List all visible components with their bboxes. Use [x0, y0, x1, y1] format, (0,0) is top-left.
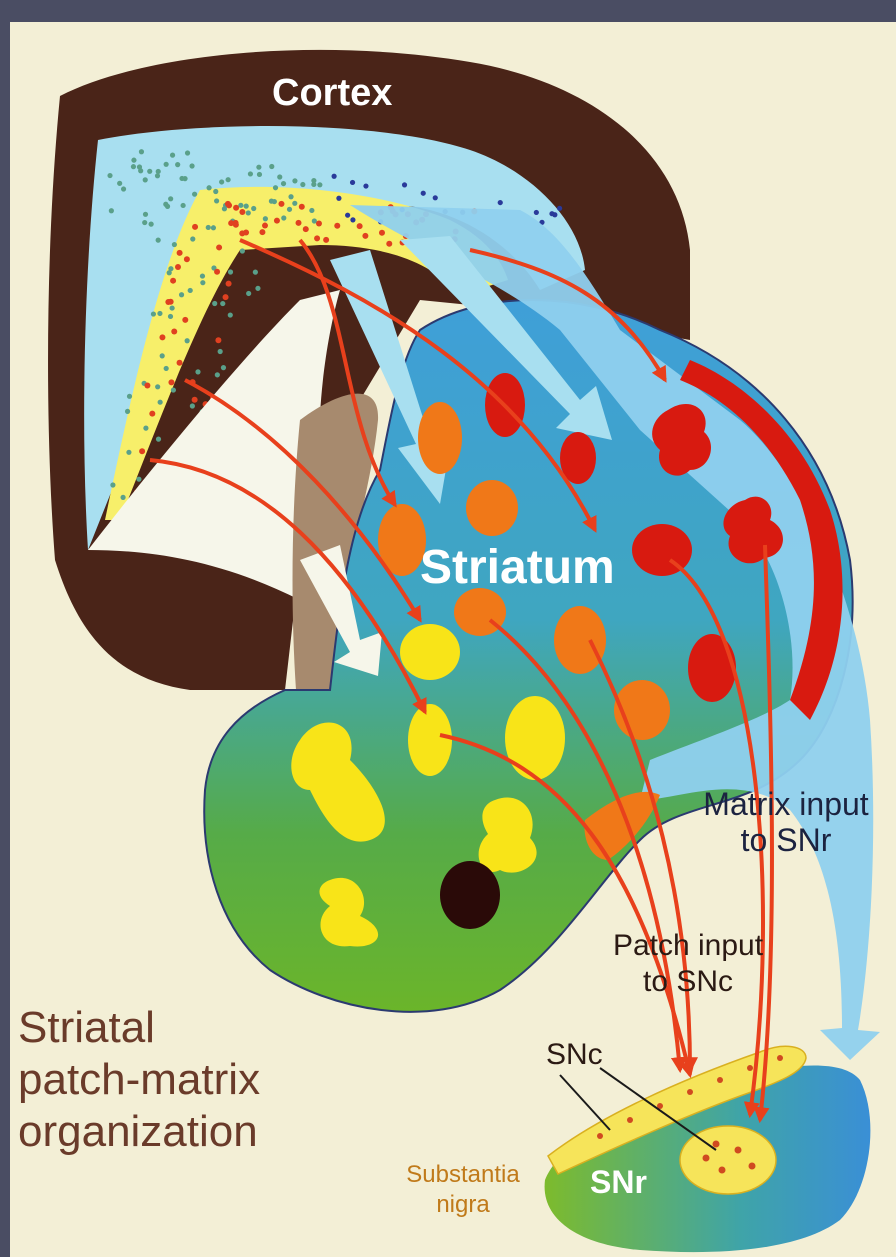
striatum-label: Striatum	[420, 540, 615, 595]
patch-input-label: Patch input to SNc	[578, 928, 798, 1000]
diagram-title: Striatal patch-matrix organization	[18, 1002, 260, 1158]
snr-label: SNr	[590, 1164, 647, 1201]
cortex-label: Cortex	[272, 72, 392, 115]
snc-label: SNc	[546, 1038, 603, 1072]
snr-patch-region	[680, 1126, 776, 1194]
dark-patch	[440, 861, 500, 929]
matrix-input-label: Matrix input to SNr	[676, 786, 896, 858]
substantia-nigra-label: Substantia nigra	[378, 1160, 548, 1220]
